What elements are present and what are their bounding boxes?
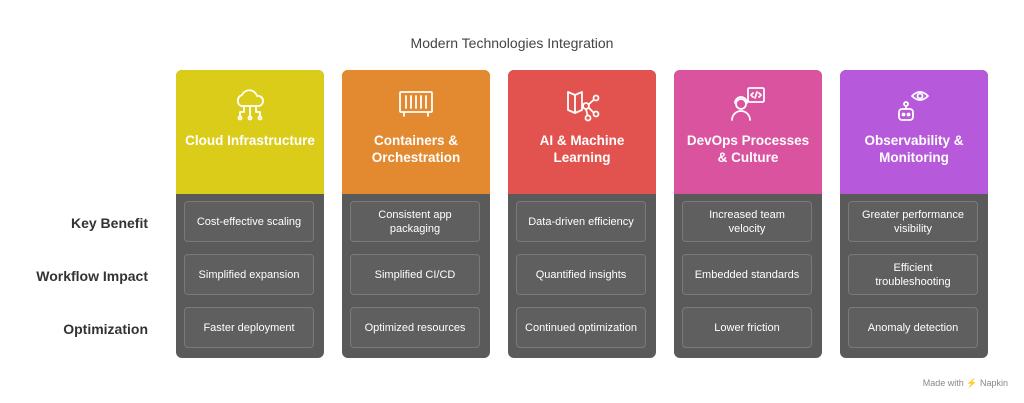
column-header: Containers & Orchestration — [342, 70, 490, 194]
cell-optimization: Faster deployment — [184, 307, 314, 348]
column-title: DevOps Processes & Culture — [686, 133, 810, 165]
column-containers-orchestration: Containers & Orchestration Consistent ap… — [342, 70, 490, 358]
column-header: Cloud Infrastructure — [176, 70, 324, 194]
column-header: Observability & Monitoring — [840, 70, 988, 194]
cell-key-benefit: Increased team velocity — [682, 201, 812, 242]
cloud-network-icon — [236, 89, 264, 121]
row-label-key-benefit: Key Benefit — [70, 215, 148, 231]
cell-key-benefit: Consistent app packaging — [350, 201, 480, 242]
cell-optimization: Lower friction — [682, 307, 812, 348]
column-cloud-infrastructure: Cloud Infrastructure Cost-effective scal… — [176, 70, 324, 358]
column-ai-machine-learning: AI & Machine Learning Data-driven effici… — [508, 70, 656, 358]
cell-workflow-impact: Simplified CI/CD — [350, 254, 480, 295]
monitoring-eye-icon — [898, 91, 929, 121]
row-label-workflow-impact: Workflow Impact — [36, 268, 148, 284]
cell-key-benefit: Greater performance visibility — [848, 201, 978, 242]
column-title: Containers & Orchestration — [371, 133, 461, 165]
cell-key-benefit: Data-driven efficiency — [516, 201, 646, 242]
column-observability-monitoring: Observability & Monitoring Greater perfo… — [840, 70, 988, 358]
column-header: DevOps Processes & Culture — [674, 70, 822, 194]
cell-workflow-impact: Embedded standards — [682, 254, 812, 295]
developer-icon — [731, 87, 765, 121]
cell-optimization: Optimized resources — [350, 307, 480, 348]
cell-optimization: Continued optimization — [516, 307, 646, 348]
diagram-title: Modern Technologies Integration — [410, 35, 614, 51]
cell-optimization: Anomaly detection — [848, 307, 978, 348]
column-devops-processes-culture: DevOps Processes & Culture Increased tea… — [674, 70, 822, 358]
column-header: AI & Machine Learning — [508, 70, 656, 194]
column-title: Cloud Infrastructure — [185, 133, 315, 148]
cell-key-benefit: Cost-effective scaling — [184, 201, 314, 242]
cell-workflow-impact: Quantified insights — [516, 254, 646, 295]
row-label-optimization: Optimization — [63, 321, 148, 337]
napkin-credit: Made with ⚡ Napkin — [922, 378, 1008, 388]
ai-network-icon — [567, 91, 600, 122]
container-icon — [399, 91, 433, 117]
cell-workflow-impact: Efficient troubleshooting — [848, 254, 978, 295]
column-title: Observability & Monitoring — [864, 133, 964, 165]
cell-workflow-impact: Simplified expansion — [184, 254, 314, 295]
column-title: AI & Machine Learning — [539, 133, 625, 165]
